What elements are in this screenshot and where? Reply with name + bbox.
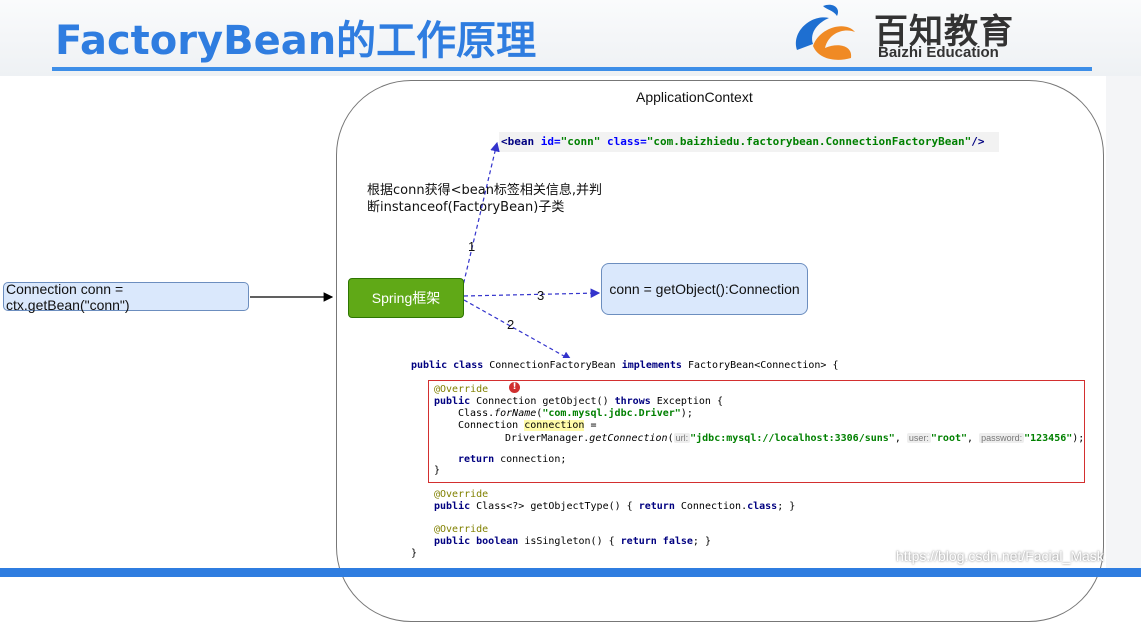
xml-id-value: "conn" bbox=[560, 135, 601, 148]
bottom-accent-bar bbox=[0, 568, 1141, 577]
xml-class-value: "com.baizhiedu.factorybean.ConnectionFac… bbox=[646, 135, 972, 148]
factory-bean-code: public class ConnectionFactoryBean imple… bbox=[409, 358, 1089, 568]
xml-tag-open: <bean bbox=[501, 135, 535, 148]
error-icon: ! bbox=[509, 382, 520, 393]
code-line-getobject-decl: public Connection getObject() throws Exc… bbox=[434, 396, 723, 407]
lookup-note-line2: 断instanceof(FactoryBean)子类 bbox=[367, 200, 565, 215]
watermark-url: https://blog.csdn.net/Facial_Mask bbox=[896, 548, 1104, 564]
logo-chinese-text: 百知教育 bbox=[874, 12, 1014, 52]
xml-tag-close: /> bbox=[971, 135, 985, 148]
code-line-override-3: @Override bbox=[434, 524, 489, 535]
arrow-1-to-bean-definition bbox=[461, 141, 500, 291]
code-line-class-decl: public class ConnectionFactoryBean imple… bbox=[411, 360, 839, 371]
code-line-getobjecttype: public Class<?> getObjectType() { return… bbox=[434, 501, 796, 512]
right-margin-strip bbox=[1106, 76, 1141, 577]
code-line-get-connection: DriverManager.getConnection(url:"jdbc:my… bbox=[505, 433, 1085, 444]
code-line-connection-var: Connection connection = bbox=[458, 420, 597, 431]
edge-label-2: 2 bbox=[507, 317, 515, 332]
code-line-override-2: @Override bbox=[434, 489, 489, 500]
code-line-override-1: @Override bbox=[434, 384, 489, 395]
diagram-arrows bbox=[250, 141, 601, 361]
getobject-highlight-box bbox=[428, 380, 1085, 483]
xml-id-attr: id= bbox=[540, 135, 561, 148]
edge-label-3: 3 bbox=[537, 288, 545, 303]
edge-label-1: 1 bbox=[468, 239, 476, 254]
arrow-2-to-factory-bean bbox=[463, 299, 573, 361]
code-line-return: return connection; bbox=[458, 454, 567, 465]
header-underline bbox=[52, 67, 1092, 71]
application-context-label: ApplicationContext bbox=[636, 89, 753, 105]
xml-class-attr: class= bbox=[607, 135, 647, 148]
param-hint-url: url: bbox=[673, 433, 691, 443]
code-line-class-close: } bbox=[411, 548, 418, 559]
bean-definition-xml: <bean id="conn" class="com.baizhiedu.fac… bbox=[499, 132, 999, 152]
arrow-3-to-get-object bbox=[463, 288, 601, 298]
code-line-issingleton: public boolean isSingleton() { return fa… bbox=[434, 536, 711, 547]
lookup-note: 根据conn获得<bean标签相关信息,并判 断instanceof(Facto… bbox=[367, 182, 602, 216]
lookup-note-line1: 根据conn获得<bean标签相关信息,并判 bbox=[367, 183, 603, 198]
client-getbean-box: Connection conn = ctx.getBean("conn") bbox=[3, 281, 249, 313]
code-line-class-forname: Class.forName("com.mysql.jdbc.Driver"); bbox=[458, 408, 693, 419]
get-object-result-box: conn = getObject():Connection bbox=[601, 263, 808, 315]
logo-english-text: Baizhi Education bbox=[878, 44, 999, 61]
spring-framework-box: Spring框架 bbox=[348, 278, 464, 318]
baizhi-logo-icon bbox=[795, 4, 855, 60]
param-hint-password: password: bbox=[979, 433, 1025, 443]
slide-header: FactoryBean的工作原理 百知教育 Baizhi Education bbox=[0, 0, 1141, 76]
code-line-method-close: } bbox=[434, 465, 441, 476]
slide-title: FactoryBean的工作原理 bbox=[55, 18, 537, 64]
param-hint-user: user: bbox=[906, 433, 931, 443]
